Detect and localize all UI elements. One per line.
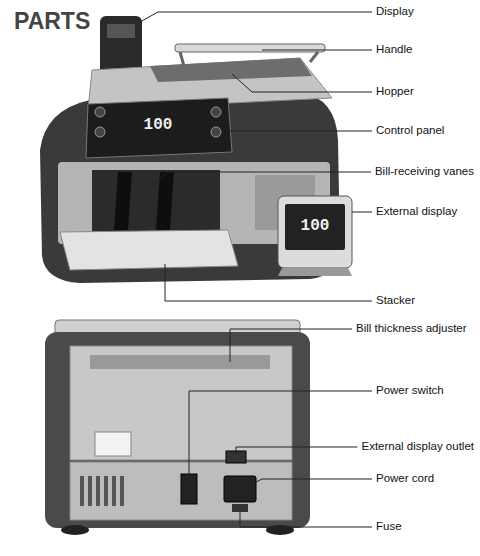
- leader-line: [352, 212, 372, 213]
- leader-line: [236, 447, 357, 455]
- stacker: [60, 230, 238, 270]
- button: [95, 107, 105, 117]
- leader-line: [226, 131, 372, 132]
- leader-line: [150, 172, 371, 186]
- part-label: Bill thickness adjuster: [356, 322, 467, 336]
- back-panel: [70, 346, 292, 460]
- body: [45, 332, 310, 528]
- leader-line: [232, 74, 372, 92]
- control-panel: [86, 98, 232, 158]
- external-display-screen: [285, 204, 345, 250]
- vane: [114, 172, 132, 230]
- part-label: Power cord: [376, 472, 434, 486]
- power-switch: [181, 474, 197, 504]
- bill-opening: [92, 170, 220, 232]
- lower-panel: [70, 462, 292, 520]
- vane: [156, 172, 174, 230]
- handle-arm: [310, 52, 318, 62]
- part-label: Bill-receiving vanes: [375, 165, 474, 179]
- part-label: Stacker: [376, 294, 415, 308]
- display-reading: 100: [144, 116, 173, 135]
- counter-back-view: [45, 320, 310, 535]
- leader-line: [252, 479, 372, 484]
- part-label: External display: [376, 205, 457, 219]
- part-label: Hopper: [376, 85, 414, 99]
- handle: [175, 44, 325, 52]
- display-reading: 100: [301, 217, 330, 236]
- external-display-base: [278, 268, 352, 276]
- part-label: Display: [376, 5, 414, 19]
- foot: [61, 525, 89, 535]
- title: PARTS: [14, 8, 90, 36]
- part-label: Power switch: [376, 384, 444, 398]
- leader-line: [240, 510, 372, 527]
- power-socket: [224, 476, 256, 502]
- leader-line: [230, 329, 352, 362]
- part-label: External display outlet: [361, 440, 474, 454]
- button: [211, 107, 221, 117]
- leader-line: [140, 12, 372, 22]
- leader-line: [189, 391, 372, 478]
- part-label: Fuse: [376, 520, 402, 534]
- leader-line: [165, 264, 372, 301]
- external-display-case: [278, 196, 352, 268]
- external-display: [278, 196, 352, 276]
- vents: [80, 476, 124, 506]
- leader-line: [262, 50, 372, 51]
- button: [95, 127, 105, 137]
- handle-arm: [180, 52, 184, 66]
- button: [211, 127, 221, 137]
- part-label: Control panel: [376, 124, 444, 138]
- sticker: [95, 432, 131, 456]
- adjuster-slot: [90, 355, 270, 369]
- part-label: Handle: [376, 43, 412, 57]
- display-screen: [107, 24, 135, 38]
- hopper: [150, 58, 312, 82]
